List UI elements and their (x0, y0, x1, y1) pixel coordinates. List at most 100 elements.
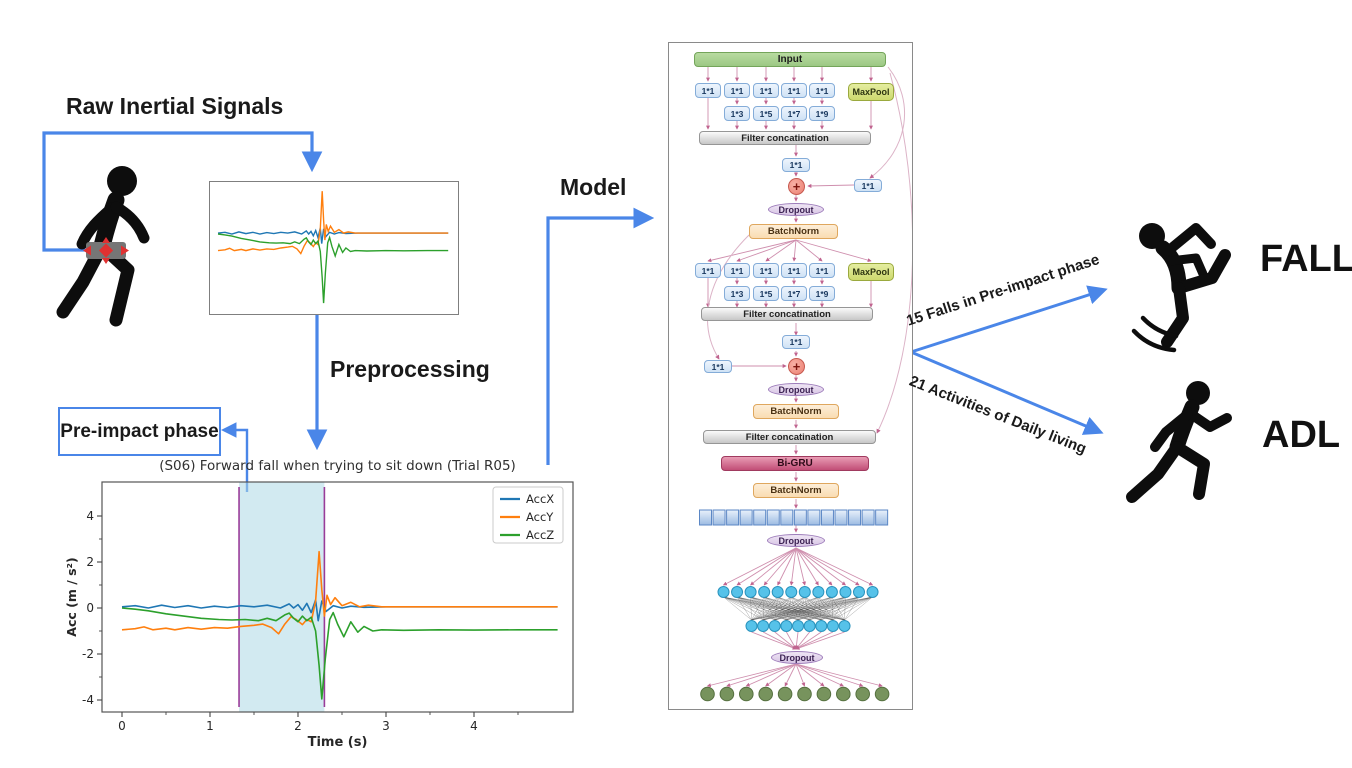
residual-add: + (788, 178, 805, 195)
output-neuron (855, 686, 870, 702)
raw-series-AccZ (217, 233, 449, 304)
dense-neuron (780, 620, 793, 632)
conv-1x1: 1*1 (781, 263, 807, 278)
dense-neuron (745, 620, 758, 632)
y-tick-label: -4 (82, 693, 94, 707)
dense-neuron (838, 620, 851, 632)
raw-series-AccY (217, 191, 449, 255)
output-neuron (797, 686, 812, 702)
dense-neuron (744, 586, 757, 598)
conv-1xN: 1*7 (781, 286, 807, 301)
dense-neuron (771, 586, 784, 598)
dense-neuron (757, 620, 770, 632)
batchnorm: BatchNorm (749, 224, 838, 239)
conv-1xN: 1*9 (809, 286, 835, 301)
x-tick-label: 2 (294, 719, 302, 733)
y-tick-label: -2 (82, 647, 94, 661)
batchnorm: BatchNorm (753, 483, 839, 498)
conv-1x1: 1*1 (753, 263, 779, 278)
dense-neuron (812, 586, 825, 598)
filter-concat: Filter concatination (703, 430, 876, 444)
arrow-model-to-adl (910, 350, 1104, 435)
conv-1x1: 1*1 (753, 83, 779, 98)
legend-box (492, 486, 564, 544)
flatten-cell (793, 509, 807, 526)
flatten-cell (848, 509, 862, 526)
output-neuron (777, 686, 793, 702)
arrow-sensor-to-rawplot (42, 131, 323, 252)
conv-1x1: 1*1 (809, 83, 835, 98)
dense-neuron (792, 620, 805, 632)
y-tick-label: 2 (86, 555, 94, 569)
flatten-cell (780, 509, 794, 526)
batchnorm: BatchNorm (753, 404, 839, 419)
dense-neuron (866, 586, 879, 598)
dense-neuron (815, 620, 828, 632)
legend-label: AccX (526, 492, 554, 506)
flatten-cell (807, 509, 821, 526)
x-axis-label: Time (s) (308, 735, 368, 750)
legend-label: AccY (526, 510, 554, 524)
walking-person-icon (56, 166, 150, 327)
preimpact-shaded-span (239, 482, 325, 712)
output-neuron (836, 686, 851, 702)
flatten-cell (753, 509, 767, 526)
dense-neuron (731, 586, 744, 598)
dense-neuron (717, 586, 730, 598)
dense-neuron (803, 620, 816, 632)
output-neuron (719, 686, 735, 702)
conv-1xN: 1*9 (809, 106, 835, 121)
conv-1x1: 1*1 (695, 263, 721, 278)
conv-1x1-skip: 1*1 (704, 360, 732, 373)
filter-concat: Filter concatination (699, 131, 871, 145)
conv-1x1: 1*1 (724, 263, 750, 278)
plot-frame (101, 481, 574, 713)
raw-signal-plot (209, 181, 459, 315)
dropout: Dropout (771, 651, 823, 664)
dense-neuron (798, 586, 811, 598)
conv-1xN: 1*3 (724, 286, 750, 301)
preimpact-phase-label: Pre-impact phase (60, 420, 219, 442)
conv-1x1-skip: 1*1 (854, 179, 882, 192)
x-tick-label: 4 (470, 719, 478, 733)
dense-neuron (839, 586, 852, 598)
flatten-cell (739, 509, 753, 526)
output-neuron (758, 686, 773, 702)
bi-gru: Bi-GRU (721, 456, 869, 471)
conv-1x1: 1*1 (782, 158, 810, 172)
arrow-chart-to-model (546, 207, 655, 465)
model-label: Model (560, 174, 627, 200)
dense-neuron (785, 586, 798, 598)
arrow-span-to-preimpact-label (220, 422, 249, 492)
dropout: Dropout (768, 203, 824, 216)
flatten-cell (712, 509, 726, 526)
maxpool: MaxPool (848, 263, 894, 281)
conv-1x1: 1*1 (809, 263, 835, 278)
dense-neuron (768, 620, 781, 632)
maxpool: MaxPool (848, 83, 894, 101)
filter-concat: Filter concatination (701, 307, 873, 321)
falling-person-icon (1131, 223, 1231, 353)
y-tick-label: 0 (86, 601, 94, 615)
chart-title: (S06) Forward fall when trying to sit do… (159, 458, 516, 474)
series-AccZ (121, 607, 558, 700)
flatten-cell (726, 509, 740, 526)
input-layer: Input (694, 52, 886, 67)
flatten-cell (875, 509, 889, 526)
residual-add: + (788, 358, 805, 375)
dropout: Dropout (767, 534, 825, 547)
conv-1x1: 1*1 (781, 83, 807, 98)
preprocessing-label: Preprocessing (330, 356, 490, 382)
conv-1xN: 1*5 (753, 106, 779, 121)
arrow-model-to-fall (910, 285, 1108, 354)
x-tick-label: 0 (118, 719, 126, 733)
dropout: Dropout (768, 383, 824, 396)
conv-1x1: 1*1 (782, 335, 810, 349)
conv-1x1: 1*1 (695, 83, 721, 98)
adl-class-label: ADL (1262, 414, 1341, 456)
y-axis-label: Acc (m / s²) (64, 557, 79, 636)
flatten-cell (834, 509, 848, 526)
